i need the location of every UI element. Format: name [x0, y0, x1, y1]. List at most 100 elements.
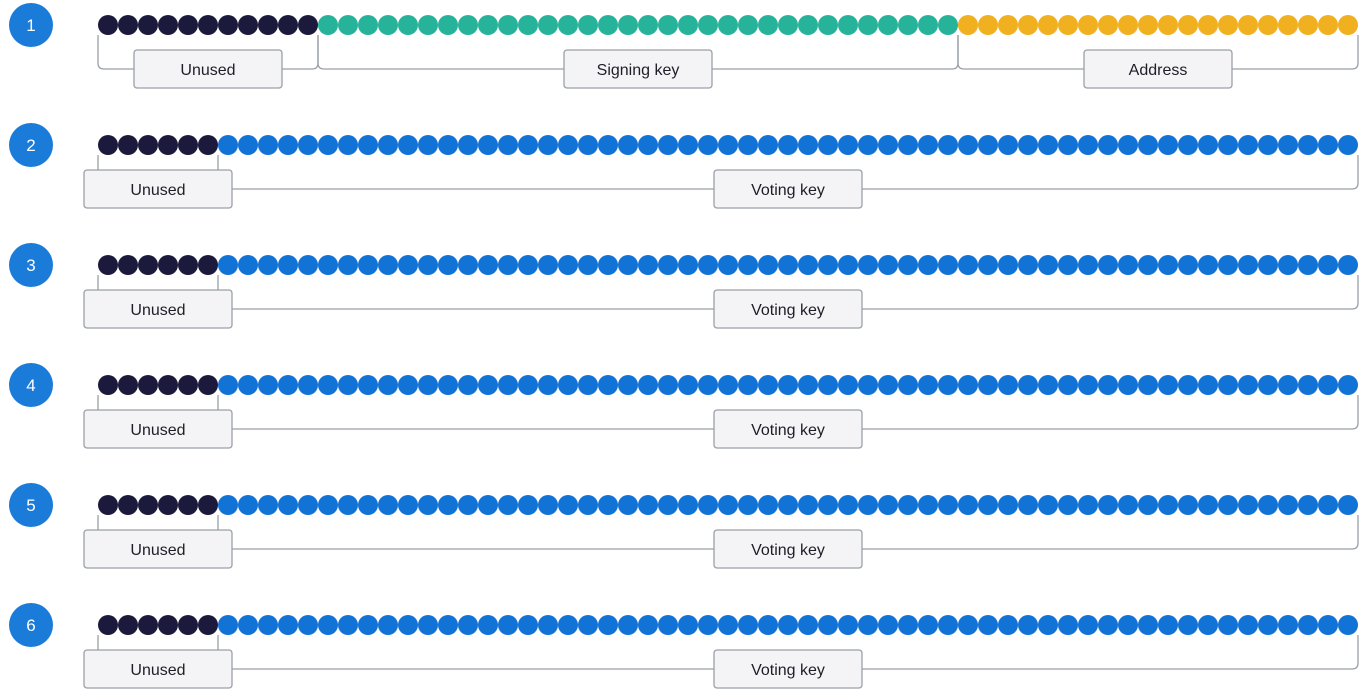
byte-circle [1218, 15, 1238, 35]
byte-circle [1098, 135, 1118, 155]
byte-circle [1198, 135, 1218, 155]
label-text: Unused [180, 62, 235, 79]
byte-circle [518, 495, 538, 515]
byte-circle [378, 135, 398, 155]
byte-circle [438, 495, 458, 515]
byte-circle [1298, 615, 1318, 635]
byte-circle [1318, 135, 1338, 155]
label-box [133, 49, 283, 89]
byte-circle [1298, 375, 1318, 395]
byte-circle [858, 15, 878, 35]
byte-circle [338, 615, 358, 635]
byte-circle [778, 615, 798, 635]
byte-circle [1158, 615, 1178, 635]
unused-bracket [97, 395, 219, 410]
byte-circle [1178, 135, 1198, 155]
byte-circle [578, 375, 598, 395]
byte-circle [738, 255, 758, 275]
byte-circle [398, 255, 418, 275]
byte-circle [978, 15, 998, 35]
byte-circle [1038, 495, 1058, 515]
byte-circle [1198, 15, 1218, 35]
byte-circle [598, 375, 618, 395]
byte-circle [258, 135, 278, 155]
byte-circle [678, 255, 698, 275]
row-number: 5 [26, 496, 35, 515]
byte-circle [438, 135, 458, 155]
voting-key-bytes [218, 375, 1358, 395]
byte-circle [498, 375, 518, 395]
byte-circle [878, 375, 898, 395]
byte-circle [1138, 495, 1158, 515]
byte-circle [378, 495, 398, 515]
byte-circle [1118, 375, 1138, 395]
voting-key-bracket [232, 155, 1359, 190]
byte-circle [658, 135, 678, 155]
byte-circle [1178, 255, 1198, 275]
voting-key-label: Voting key [713, 529, 863, 569]
label-text: Unused [130, 662, 185, 679]
byte-circle [558, 375, 578, 395]
byte-circle [918, 375, 938, 395]
byte-circle [558, 15, 578, 35]
unused-bytes [98, 255, 218, 275]
voting-key-bracket [232, 515, 1359, 550]
byte-circle [1038, 615, 1058, 635]
byte-circle [1178, 495, 1198, 515]
byte-circle [398, 15, 418, 35]
byte-circle [298, 135, 318, 155]
byte-circle [658, 375, 678, 395]
byte-circle [598, 495, 618, 515]
byte-circle [298, 15, 318, 35]
voting-key-label: Voting key [713, 649, 863, 689]
label-text: Unused [130, 302, 185, 319]
byte-circle [418, 255, 438, 275]
byte-circle [1258, 255, 1278, 275]
byte-circle [458, 15, 478, 35]
byte-circle [798, 495, 818, 515]
byte-circle [1318, 615, 1338, 635]
byte-circle [918, 615, 938, 635]
byte-circle [518, 615, 538, 635]
byte-circle [1078, 255, 1098, 275]
voting-key-bytes [218, 255, 1358, 275]
byte-circle [638, 375, 658, 395]
byte-circle [1298, 15, 1318, 35]
unused-bytes [98, 15, 318, 35]
byte-circle [1158, 135, 1178, 155]
byte-circle [1138, 375, 1158, 395]
voting-key-bytes [218, 615, 1358, 635]
signing-key-bytes [318, 15, 958, 35]
byte-circle [738, 375, 758, 395]
voting-key-label: Voting key [713, 289, 863, 329]
byte-circle [118, 15, 138, 35]
label-text: Unused [130, 182, 185, 199]
byte-circle [418, 15, 438, 35]
byte-circle [858, 135, 878, 155]
byte-circle [478, 135, 498, 155]
byte-circle [338, 15, 358, 35]
label-text: Signing key [597, 62, 680, 79]
byte-circle [138, 495, 158, 515]
byte-circle [698, 615, 718, 635]
byte-circle [318, 615, 338, 635]
byte-circle [878, 495, 898, 515]
byte-circle [558, 135, 578, 155]
voting-key-bytes [218, 495, 1358, 515]
byte-circle [558, 255, 578, 275]
byte-circle [1138, 255, 1158, 275]
byte-circle [178, 15, 198, 35]
byte-circle [898, 375, 918, 395]
byte-circle [1338, 495, 1358, 515]
byte-circle [1058, 495, 1078, 515]
byte-circle [98, 495, 118, 515]
byte-circle [1338, 615, 1358, 635]
byte-circle [338, 135, 358, 155]
unused-label: Unused [83, 289, 233, 329]
byte-circle [218, 615, 238, 635]
byte-circle [798, 255, 818, 275]
byte-circle [978, 255, 998, 275]
